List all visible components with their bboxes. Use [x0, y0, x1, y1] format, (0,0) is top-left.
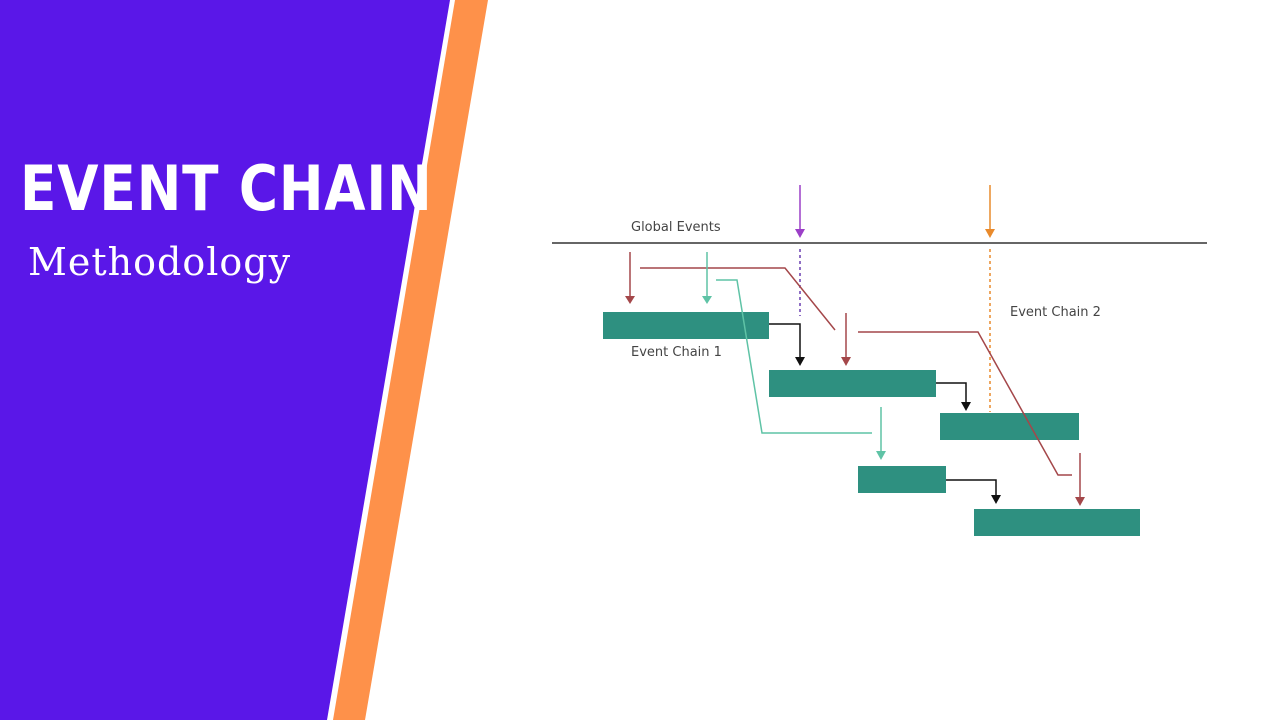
teal-arrowhead [702, 296, 712, 304]
red-arrowhead [1075, 497, 1085, 506]
link-arrowhead [991, 495, 1001, 504]
banner-subtitle: Methodology [28, 240, 292, 284]
event-chain-1-label: Event Chain 1 [631, 345, 722, 360]
event-chain-teal [706, 252, 882, 452]
orange-stripe [333, 0, 488, 720]
task-bar-2 [769, 370, 936, 397]
task-dependency-links [769, 323, 997, 496]
red-arrowhead [625, 296, 635, 304]
task-bar-3 [940, 413, 1079, 440]
global-event-arrow-orange [985, 185, 995, 412]
global-events-label: Global Events [631, 220, 721, 235]
teal-arrowhead [876, 451, 886, 460]
event-chain-red [629, 252, 1081, 498]
task-bar-4 [858, 466, 946, 493]
purple-panel [0, 0, 450, 720]
red-arrowhead [841, 357, 851, 366]
link-arrowhead [961, 402, 971, 411]
task-bar-1 [603, 312, 769, 339]
task-bar-5 [974, 509, 1140, 536]
link-arrowhead [795, 357, 805, 366]
global-event-arrow-purple [795, 185, 805, 316]
event-chain-2-label: Event Chain 2 [1010, 305, 1101, 320]
banner-title: EVENT CHAIN [20, 152, 433, 225]
